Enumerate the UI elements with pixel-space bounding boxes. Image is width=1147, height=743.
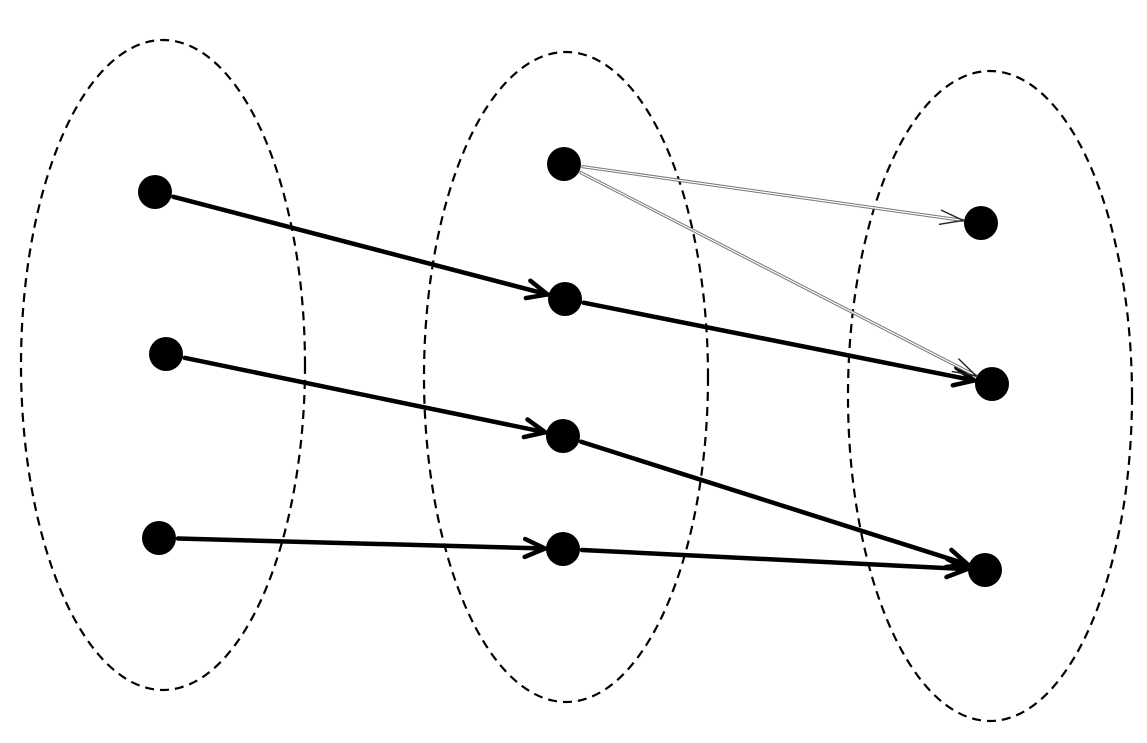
arrowhead xyxy=(944,556,970,580)
edge-line-core xyxy=(580,172,977,377)
edge-line xyxy=(182,355,548,435)
edge-a2-to-b3 xyxy=(182,355,548,440)
node-b4 xyxy=(546,532,580,566)
arrowhead xyxy=(521,417,548,440)
node-b2 xyxy=(548,282,582,316)
edge-b1-to-c1 xyxy=(581,165,965,225)
set-2-ellipse xyxy=(422,50,710,704)
edge-line xyxy=(581,300,977,383)
node-b3 xyxy=(546,419,580,453)
set-3-ellipse xyxy=(846,69,1134,723)
sets-layer xyxy=(19,38,1134,723)
set-1-ellipse xyxy=(19,38,307,692)
edge-b4-to-c3 xyxy=(579,547,970,580)
arrowhead xyxy=(951,358,977,377)
node-b1 xyxy=(547,147,581,181)
arrowhead xyxy=(950,365,977,388)
edge-line xyxy=(579,547,970,572)
node-c1 xyxy=(964,206,998,240)
edge-b1-to-c2 xyxy=(579,171,978,378)
node-a1 xyxy=(138,175,172,209)
node-c3 xyxy=(968,553,1002,587)
arrowhead xyxy=(522,536,548,560)
edge-a1-to-b2 xyxy=(171,194,550,301)
edge-line xyxy=(171,194,550,297)
edge-line-core xyxy=(582,166,964,222)
arrowhead xyxy=(938,209,964,225)
node-c2 xyxy=(975,367,1009,401)
node-a3 xyxy=(142,521,176,555)
edge-line xyxy=(578,439,971,567)
edge-b2-to-c2 xyxy=(581,300,977,388)
edge-a3-to-b4 xyxy=(175,536,548,560)
edges-layer xyxy=(171,165,978,580)
edge-b3-to-c3 xyxy=(578,439,971,570)
node-a2 xyxy=(149,337,183,371)
nodes-layer xyxy=(138,147,1009,587)
edge-line xyxy=(175,536,548,551)
arrowhead xyxy=(523,278,550,301)
